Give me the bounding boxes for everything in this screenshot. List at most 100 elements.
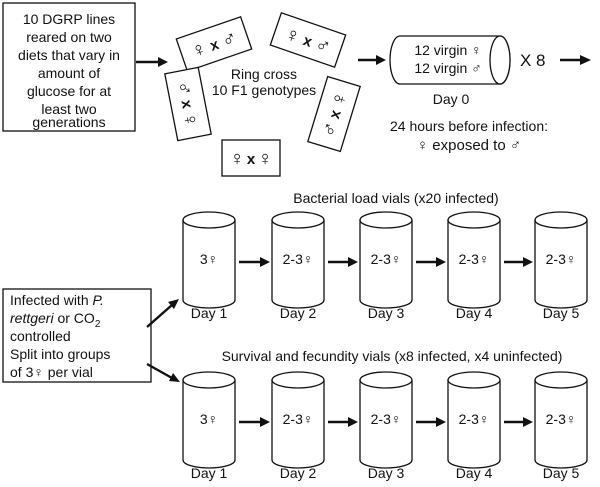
intro-box-frame bbox=[2, 2, 136, 132]
arrow-intro-to-cross bbox=[136, 57, 168, 67]
vial-day-label: Day 2 bbox=[280, 465, 317, 481]
female-symbol: ♀ bbox=[327, 89, 352, 110]
vial-content: 2-3♀ bbox=[283, 411, 314, 427]
bacterial-vial-row: 3♀Day 12-3♀Day 22-3♀Day 32-3♀Day 42-3♀Da… bbox=[182, 211, 588, 321]
vial-body bbox=[359, 380, 413, 469]
vial-day-label: Day 5 bbox=[543, 465, 580, 481]
vial-day-label: Day 1 bbox=[191, 465, 228, 481]
arrow-between-vials bbox=[416, 417, 446, 427]
intro-line-1: 10 DGRP lines bbox=[23, 11, 115, 27]
vial-day-label: Day 1 bbox=[191, 305, 228, 321]
infection-box: Infected with P. rettgeri or CO2 control… bbox=[2, 288, 152, 383]
vial-rim bbox=[182, 371, 236, 389]
survival-row-title: Survival and fecundity vials (x8 infecte… bbox=[222, 348, 563, 364]
vial-day-1: 3♀ Day 1 bbox=[182, 371, 236, 481]
vial-content: 2-3♀ bbox=[546, 251, 577, 267]
arrow-to-bacterial-row bbox=[146, 299, 179, 328]
infection-line-1: Infected with P. bbox=[10, 292, 104, 308]
vial-day-label: Day 4 bbox=[456, 465, 493, 481]
infection-line-4: Split into groups bbox=[10, 346, 110, 362]
vial-day-5: 2-3♀Day 5 bbox=[534, 371, 588, 481]
female-symbol: ♀ bbox=[258, 148, 273, 170]
survival-vial-row: 3♀ Day 1 2-3♀ Day 2 2-3♀ Day 3 2-3♀ Day 4 2-3♀Da… bbox=[182, 371, 588, 481]
vial-rim bbox=[534, 211, 588, 229]
vial-body bbox=[534, 220, 588, 309]
vial-content: 2-3♀ bbox=[371, 251, 402, 267]
intro-line-4: amount of bbox=[38, 65, 100, 81]
exposure-note-line2: ♀ exposed to ♂ bbox=[417, 137, 521, 154]
arrow-between-vials bbox=[328, 417, 358, 427]
cross-card-4: ♀ x ♀ bbox=[221, 139, 281, 177]
vial-body bbox=[447, 380, 501, 469]
vial-day-2: 2-3♀ Day 2 bbox=[271, 371, 325, 481]
arrow-cross-to-day0 bbox=[358, 55, 386, 65]
vial-content: 2-3♀ bbox=[371, 411, 402, 427]
vial-day-label: Day 3 bbox=[368, 465, 405, 481]
exposure-note-line1: 24 hours before infection: bbox=[390, 118, 548, 134]
female-symbol: ♀ bbox=[189, 37, 210, 63]
infection-line-3: controlled bbox=[10, 328, 71, 344]
vial-body bbox=[271, 380, 325, 469]
vial-body bbox=[534, 380, 588, 469]
vial-body bbox=[447, 220, 501, 309]
ring-cross-title: Ring cross bbox=[231, 66, 297, 82]
vial-multiplier: X 8 bbox=[520, 51, 546, 70]
intro-line-3: diets that vary in bbox=[18, 47, 120, 63]
vial-rim bbox=[182, 211, 236, 229]
male-symbol: ♂ bbox=[318, 119, 343, 140]
male-symbol: ♀ bbox=[230, 148, 245, 170]
vial-day-label: Day 3 bbox=[368, 305, 405, 321]
arrow-between-vials bbox=[504, 257, 533, 267]
vial-body bbox=[359, 220, 413, 309]
day0-label: Day 0 bbox=[433, 91, 470, 107]
vial-body bbox=[271, 220, 325, 309]
vial-rim bbox=[359, 211, 413, 229]
cross-card-1: ♀ x ♂ bbox=[175, 16, 253, 72]
arrow-between-vials bbox=[239, 417, 270, 427]
vial-day-4: 2-3♀Day 4 bbox=[447, 211, 501, 321]
vial-rim bbox=[534, 371, 588, 389]
female-symbol: ♀ bbox=[282, 23, 303, 49]
arrow-day0-out bbox=[560, 55, 591, 65]
cross-card-5: ♂ x ♀ bbox=[164, 66, 212, 142]
male-symbol: ♂ bbox=[312, 33, 333, 59]
day0-males: 12 virgin ♂ bbox=[414, 60, 481, 76]
intro-line-2: reared on two bbox=[26, 29, 112, 45]
vial-content: 3♀ bbox=[200, 411, 218, 427]
male-symbol: ♂ bbox=[172, 79, 196, 98]
bacterial-row-title: Bacterial load vials (x20 infected) bbox=[293, 190, 498, 206]
intro-box: 10 DGRP lines reared on two diets that v… bbox=[2, 2, 136, 132]
vial-body bbox=[182, 220, 236, 309]
vial-day-label: Day 2 bbox=[280, 305, 317, 321]
arrow-between-vials bbox=[416, 257, 446, 267]
cross-x: x bbox=[247, 151, 256, 168]
vial-day-label: Day 5 bbox=[543, 305, 580, 321]
arrow-to-survival-row bbox=[146, 362, 180, 382]
male-symbol: ♂ bbox=[219, 27, 240, 53]
vial-content: 2-3♀ bbox=[459, 251, 490, 267]
arrow-between-vials bbox=[504, 417, 533, 427]
cross-card-2: ♀ x ♂ bbox=[269, 12, 347, 68]
cross-x: x bbox=[177, 99, 195, 111]
vial-day-1: 3♀ Day 1 bbox=[182, 211, 236, 321]
vial-rim bbox=[271, 211, 325, 229]
vial-body bbox=[182, 380, 236, 469]
vial-day-4: 2-3♀ Day 4 bbox=[447, 371, 501, 481]
vial-rim bbox=[271, 371, 325, 389]
day0-vial: 12 virgin ♀ 12 virgin ♂ Day 0 bbox=[389, 35, 511, 107]
vial-day-5: 2-3♀ Day 5 bbox=[534, 211, 588, 321]
vial-content: 2-3♀ bbox=[459, 411, 490, 427]
day0-females: 12 virgin ♀ bbox=[414, 42, 481, 58]
arrow-between-vials bbox=[239, 257, 270, 267]
vial-content: 2-3♀ bbox=[283, 251, 314, 267]
vial-day-3: 2-3♀ Day 3 bbox=[359, 371, 413, 481]
arrow-between-vials bbox=[328, 257, 358, 267]
vial-rim bbox=[359, 371, 413, 389]
intro-line-6: least two bbox=[41, 101, 96, 117]
vial-content: 3♀ bbox=[200, 251, 218, 267]
vial-day-3: 2-3♀ Day 3 bbox=[359, 211, 413, 321]
infection-line-5: of 3♀ per vial bbox=[10, 364, 93, 380]
infection-line-2: rettgeri or CO2 bbox=[10, 310, 101, 330]
vial-day-2: 2-3♀ Day 2 bbox=[271, 211, 325, 321]
cross-card-3: ♂ x ♀ bbox=[306, 75, 362, 153]
